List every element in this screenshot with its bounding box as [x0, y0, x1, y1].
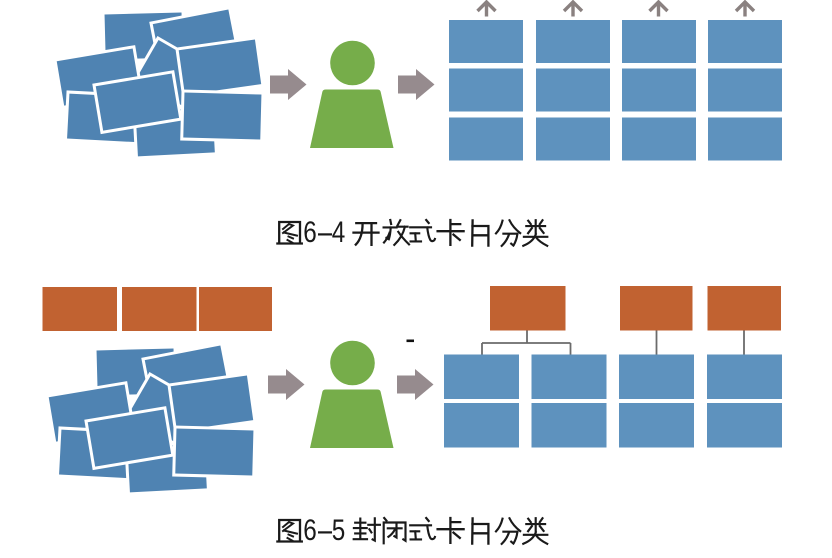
svg-text:5: 5 [332, 512, 346, 546]
svg-text:4: 4 [332, 214, 346, 248]
svg-text:6: 6 [303, 214, 317, 248]
svg-text:6: 6 [303, 512, 317, 546]
